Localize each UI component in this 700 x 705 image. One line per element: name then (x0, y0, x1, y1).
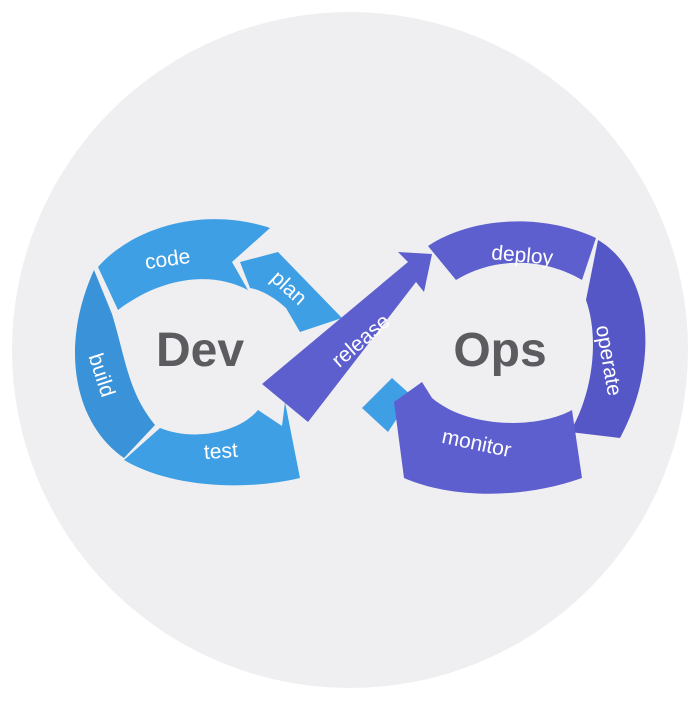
build-segment (74, 270, 155, 458)
crossing-segment (362, 378, 412, 432)
dev-label: Dev (156, 324, 244, 377)
code-segment (98, 219, 270, 310)
operate-segment (570, 240, 646, 438)
test-label: test (203, 439, 239, 464)
plan-segment (240, 252, 342, 332)
ops-label: Ops (453, 324, 546, 377)
test-segment (124, 402, 300, 486)
deploy-segment (428, 221, 596, 280)
monitor-segment (394, 382, 582, 494)
deploy-label: deploy (490, 241, 554, 269)
release-segment (262, 252, 432, 422)
